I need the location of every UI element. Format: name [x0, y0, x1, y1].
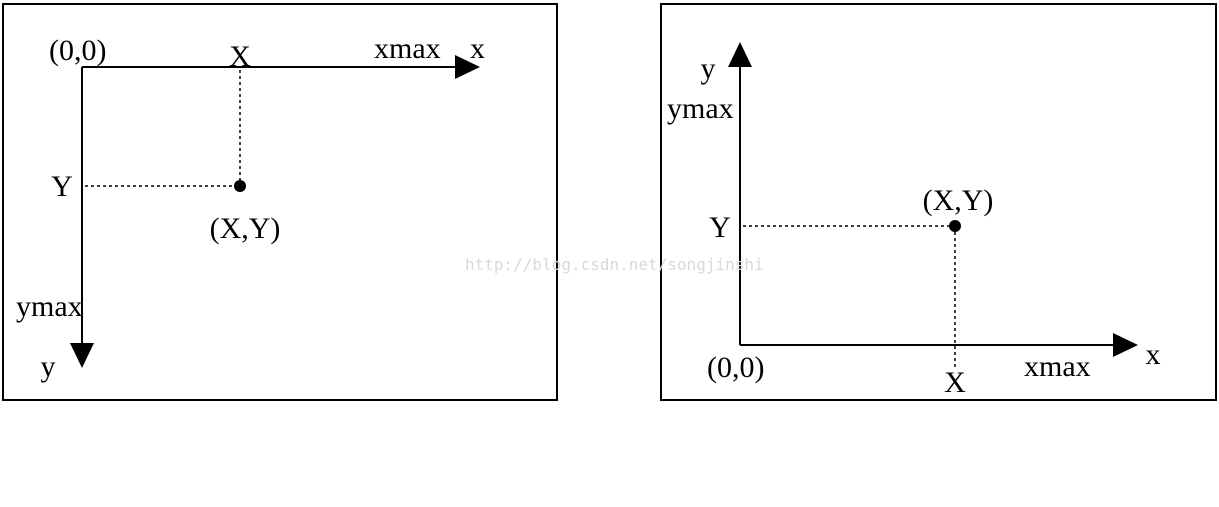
- left-x-axis-label: x: [470, 32, 485, 65]
- right-y-axis-label: y: [701, 52, 716, 85]
- left-panel-frame: [2, 3, 558, 401]
- right-y-max-label: ymax: [667, 92, 734, 125]
- right-y-axis-arrowhead: [728, 42, 752, 67]
- left-origin-label: (0,0): [49, 34, 106, 67]
- right-point: [949, 220, 961, 232]
- right-point-y-label: Y: [709, 211, 731, 244]
- left-y-axis-label: y: [41, 350, 56, 383]
- left-point-x-label: X: [229, 40, 251, 73]
- right-x-axis-label: x: [1146, 338, 1161, 371]
- left-y-max-label: ymax: [16, 290, 83, 323]
- left-x-max-label: xmax: [374, 32, 441, 65]
- right-point-x-label: X: [944, 366, 966, 399]
- right-x-max-label: xmax: [1024, 350, 1091, 383]
- right-panel: y ymax (X,Y) Y (0,0) xmax x X: [660, 3, 1217, 401]
- left-y-axis-arrowhead: [70, 343, 94, 368]
- right-panel-frame: [660, 3, 1217, 401]
- right-point-label: (X,Y): [923, 184, 994, 217]
- left-point-y-label: Y: [51, 170, 73, 203]
- right-x-axis-arrowhead: [1113, 333, 1138, 357]
- left-x-axis-arrowhead: [455, 55, 480, 79]
- watermark-text: http://blog.csdn.net/songjinshi: [465, 255, 764, 274]
- left-panel: (0,0) X xmax x Y (X,Y) ymax y: [2, 3, 558, 401]
- right-origin-label: (0,0): [707, 351, 764, 384]
- left-point: [234, 180, 246, 192]
- left-point-label: (X,Y): [210, 212, 281, 245]
